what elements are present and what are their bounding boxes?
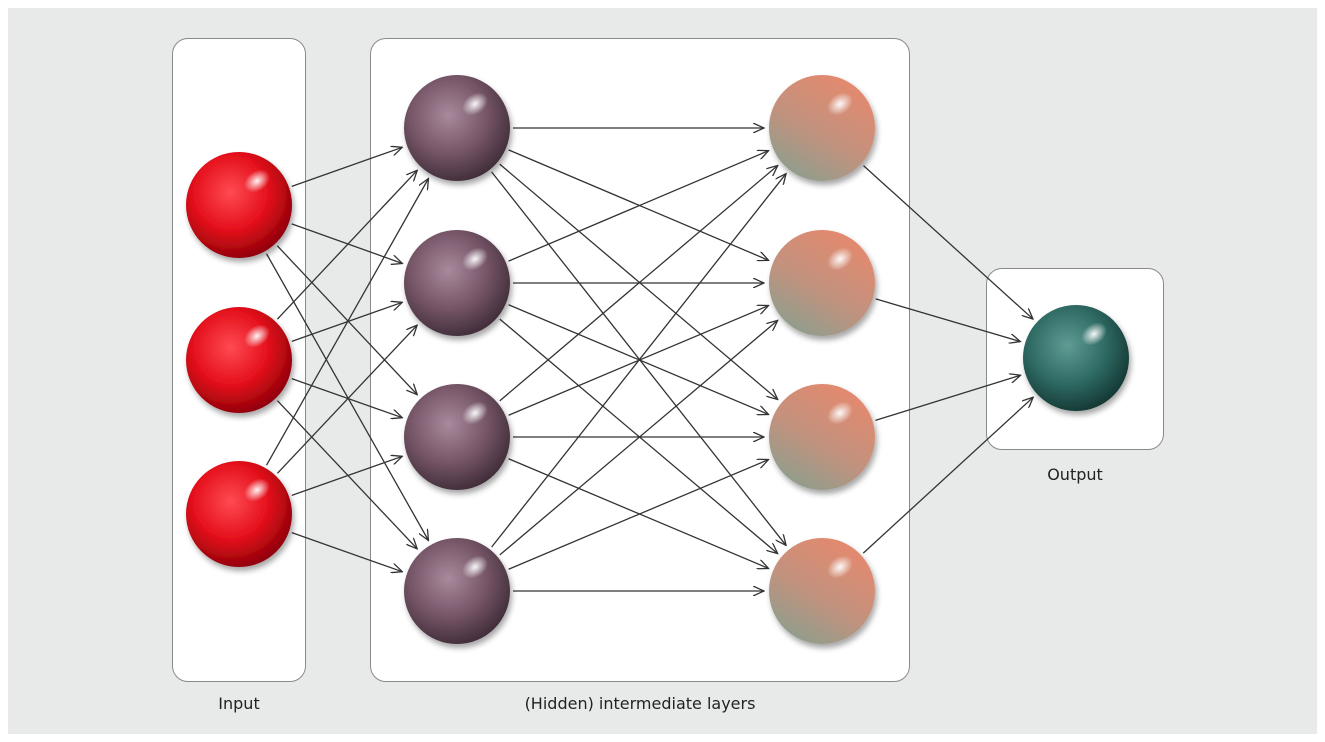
edge-input-0-to-hidden1-1 [291,223,403,264]
edge-input-2-to-hidden1-0 [265,179,429,466]
edge-hidden2-2-to-output-0 [875,375,1020,421]
node-hidden1-4 [404,538,510,644]
edge-hidden2-3-to-output-0 [862,397,1033,554]
edge-input-2-to-hidden1-3 [291,532,403,572]
edge-input-2-to-hidden1-2 [291,456,403,496]
node-input-3 [186,461,292,567]
edge-hidden1-3-to-hidden2-2 [508,460,769,570]
edge-hidden1-1-to-hidden2-2 [508,304,769,415]
edge-input-2-to-hidden1-1 [276,325,417,474]
node-hidden1-3 [404,384,510,490]
edge-hidden1-2-to-hidden2-0 [499,165,778,402]
edge-hidden1-1-to-hidden2-0 [508,151,769,262]
node-hidden1-1 [404,75,510,181]
node-hidden1-2 [404,230,510,336]
input-label: Input [218,694,260,713]
edge-hidden2-0-to-output-0 [863,165,1033,319]
edge-input-1-to-hidden1-0 [276,170,417,320]
edge-input-0-to-hidden1-2 [276,245,417,395]
edge-hidden2-1-to-output-0 [875,298,1021,342]
node-hidden2-2 [769,230,875,336]
node-hidden2-1 [769,75,875,181]
edge-hidden1-3-to-hidden2-0 [491,174,786,548]
edge-hidden1-0-to-hidden2-3 [491,171,786,545]
edge-hidden1-0-to-hidden2-2 [499,163,778,399]
edge-hidden1-0-to-hidden2-1 [508,149,769,260]
edge-input-1-to-hidden1-2 [291,378,403,418]
node-input-2 [186,307,292,413]
edge-input-0-to-hidden1-3 [265,253,429,541]
node-output-1 [1023,305,1129,411]
node-hidden2-4 [769,538,875,644]
output-label: Output [1047,465,1103,484]
node-hidden2-3 [769,384,875,490]
hidden-layers-label: (Hidden) intermediate layers [524,694,756,713]
edge-input-1-to-hidden1-3 [276,400,417,549]
edge-input-0-to-hidden1-0 [291,147,403,187]
node-input-1 [186,152,292,258]
edge-hidden1-2-to-hidden2-3 [508,458,769,569]
edge-hidden1-3-to-hidden2-1 [499,320,778,556]
